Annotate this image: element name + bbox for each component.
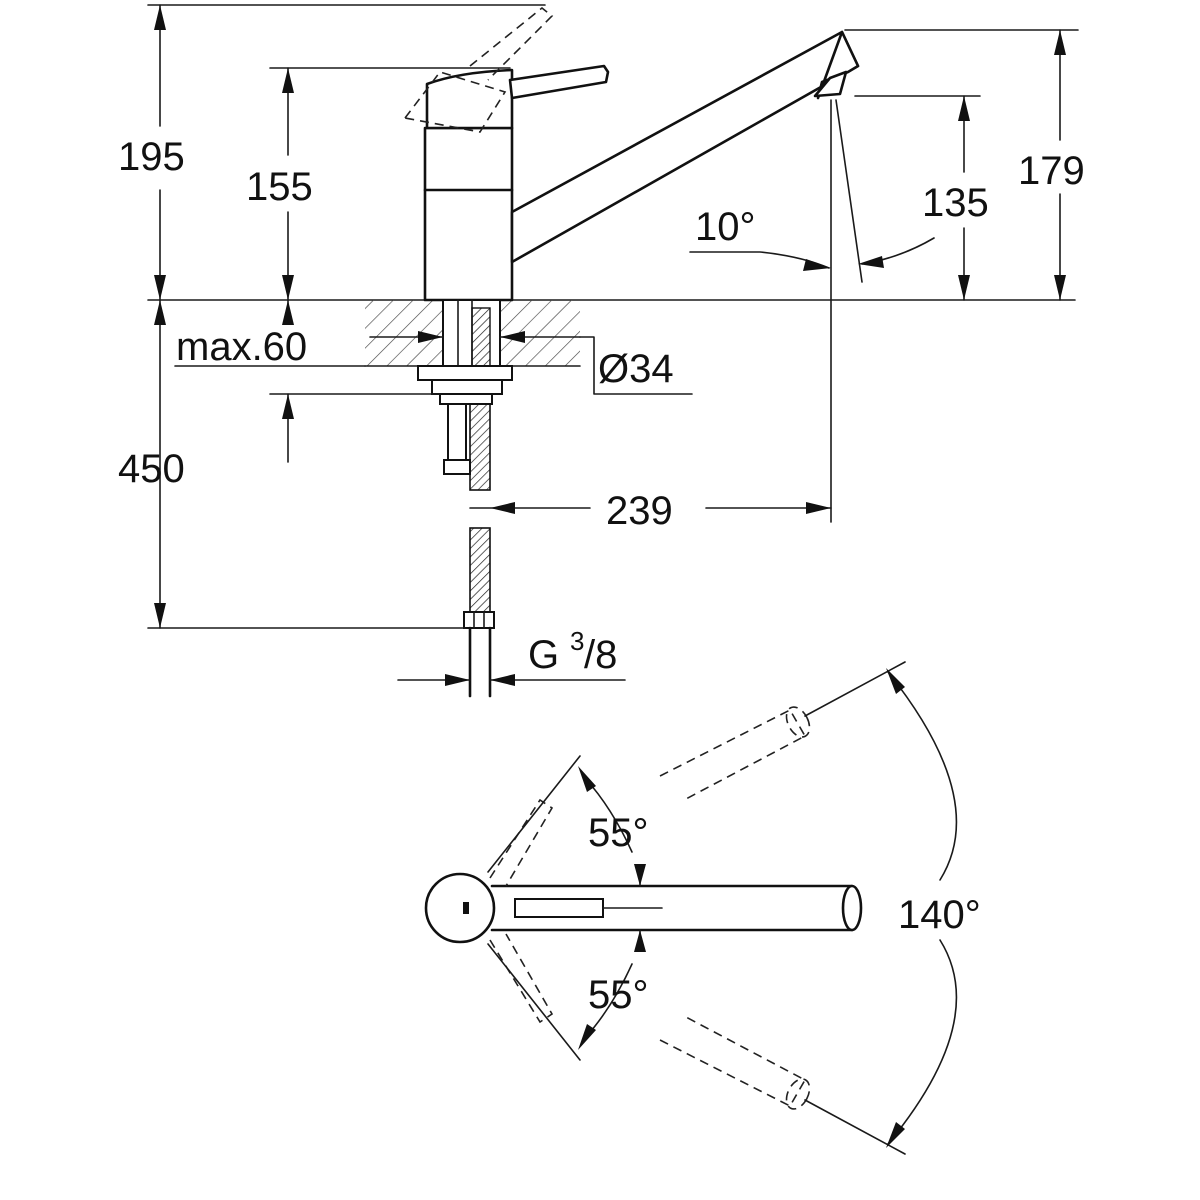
dim-55-upper: 55° <box>487 755 649 887</box>
thread-numerator-label: 3 <box>570 626 584 656</box>
dim-195-label: 195 <box>118 135 185 179</box>
dim-195: 195 <box>118 4 546 301</box>
plan-view: 55° 55° 140° <box>424 661 981 1155</box>
dim-450-label: 450 <box>118 447 185 491</box>
dim-max-60-label: max.60 <box>176 325 307 369</box>
dim-135-label: 135 <box>922 181 989 225</box>
dim-thread-g38: G 3 /8 <box>397 626 626 686</box>
dim-140: 140° <box>804 661 981 1155</box>
flexible-hose-lower <box>469 527 491 619</box>
spout-plan <box>490 884 863 932</box>
dim-diameter-34: Ø34 <box>369 331 693 395</box>
lever-cap <box>425 68 514 130</box>
dim-55-lower-label: 55° <box>588 973 649 1017</box>
dim-155-label: 155 <box>246 165 313 209</box>
side-elevation: 195 155 179 135 <box>118 4 1085 698</box>
lever-handle <box>508 64 610 100</box>
worktop-section <box>364 300 581 367</box>
body-center-mark <box>463 902 469 914</box>
dim-239: 239 <box>469 489 832 533</box>
spout-outlet <box>816 30 860 100</box>
dim-55-lower: 55° <box>487 929 649 1061</box>
dim-diameter-34-label: Ø34 <box>598 347 674 391</box>
dim-55-upper-label: 55° <box>588 811 649 855</box>
spout <box>510 30 860 264</box>
aerator <box>813 70 848 98</box>
dim-max-60: max.60 <box>154 299 366 629</box>
hose-nut <box>463 611 495 629</box>
body-circle <box>424 872 496 944</box>
lever-open-position <box>403 6 554 133</box>
spout-swivel-dashed <box>659 706 811 1110</box>
water-stream-line <box>835 99 863 283</box>
dim-10-degrees: 10° <box>689 99 935 523</box>
dim-179-label: 179 <box>1018 149 1085 193</box>
dim-140-label: 140° <box>898 893 981 937</box>
flexible-hose-upper <box>469 403 491 491</box>
dim-179: 179 <box>844 29 1085 301</box>
dim-155: 155 <box>246 67 511 301</box>
faucet-body <box>423 126 514 302</box>
dim-10-label: 10° <box>695 205 756 249</box>
dim-239-label: 239 <box>606 489 673 533</box>
dim-450: 450 <box>118 393 467 629</box>
dim-135: 135 <box>854 95 989 301</box>
thread-g-label: G <box>528 633 559 677</box>
thread-denominator-label: /8 <box>584 633 617 677</box>
mounting-shank <box>417 299 513 475</box>
